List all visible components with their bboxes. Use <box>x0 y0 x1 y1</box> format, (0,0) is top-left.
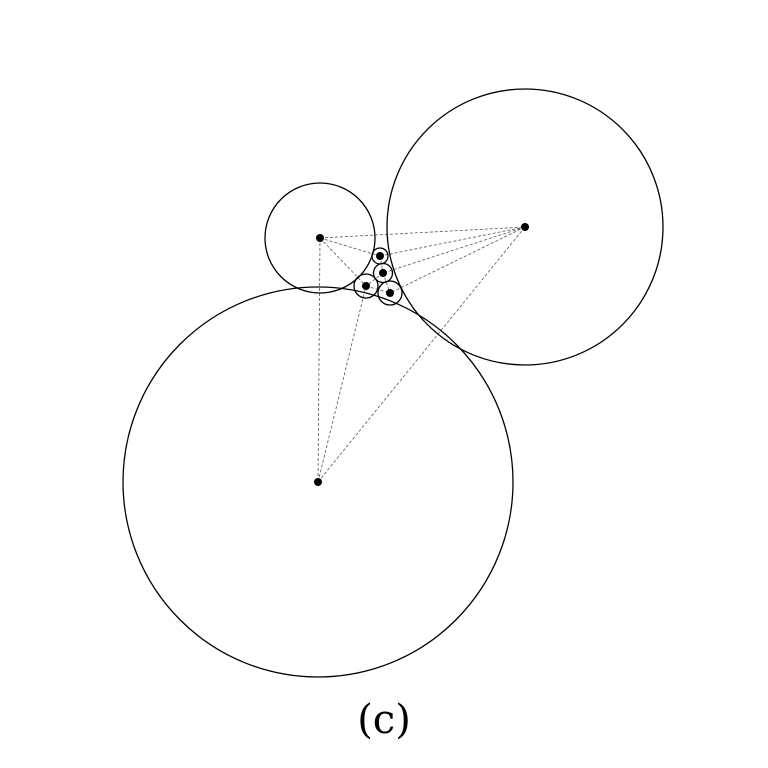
center-large-bottom <box>314 478 322 486</box>
center-right <box>521 223 529 231</box>
line-small-to-large <box>317 237 321 483</box>
line-small-to-right <box>319 226 526 239</box>
center-inner-a <box>376 252 384 260</box>
line-small-to-inner-a <box>319 237 381 257</box>
line-right-to-inner-d <box>389 226 526 294</box>
line-right-to-inner-b <box>382 226 526 274</box>
center-small-top <box>316 234 324 242</box>
center-inner-d <box>386 289 394 297</box>
outer-circles <box>122 88 664 678</box>
figure-caption: (c) <box>357 697 411 743</box>
circle-large-bottom <box>122 286 514 678</box>
circle-inner-c <box>353 273 379 299</box>
inner-circles <box>353 247 403 306</box>
center-points <box>314 223 529 486</box>
center-inner-c <box>362 282 370 290</box>
connecting-lines <box>317 226 526 483</box>
circle-inner-d <box>377 280 403 306</box>
center-inner-b <box>379 269 387 277</box>
line-large-to-inner-c <box>317 285 367 483</box>
line-right-to-inner-a <box>379 226 526 257</box>
circle-small-top <box>264 182 376 294</box>
line-small-to-inner-c <box>319 237 367 287</box>
circle-right <box>386 88 664 366</box>
